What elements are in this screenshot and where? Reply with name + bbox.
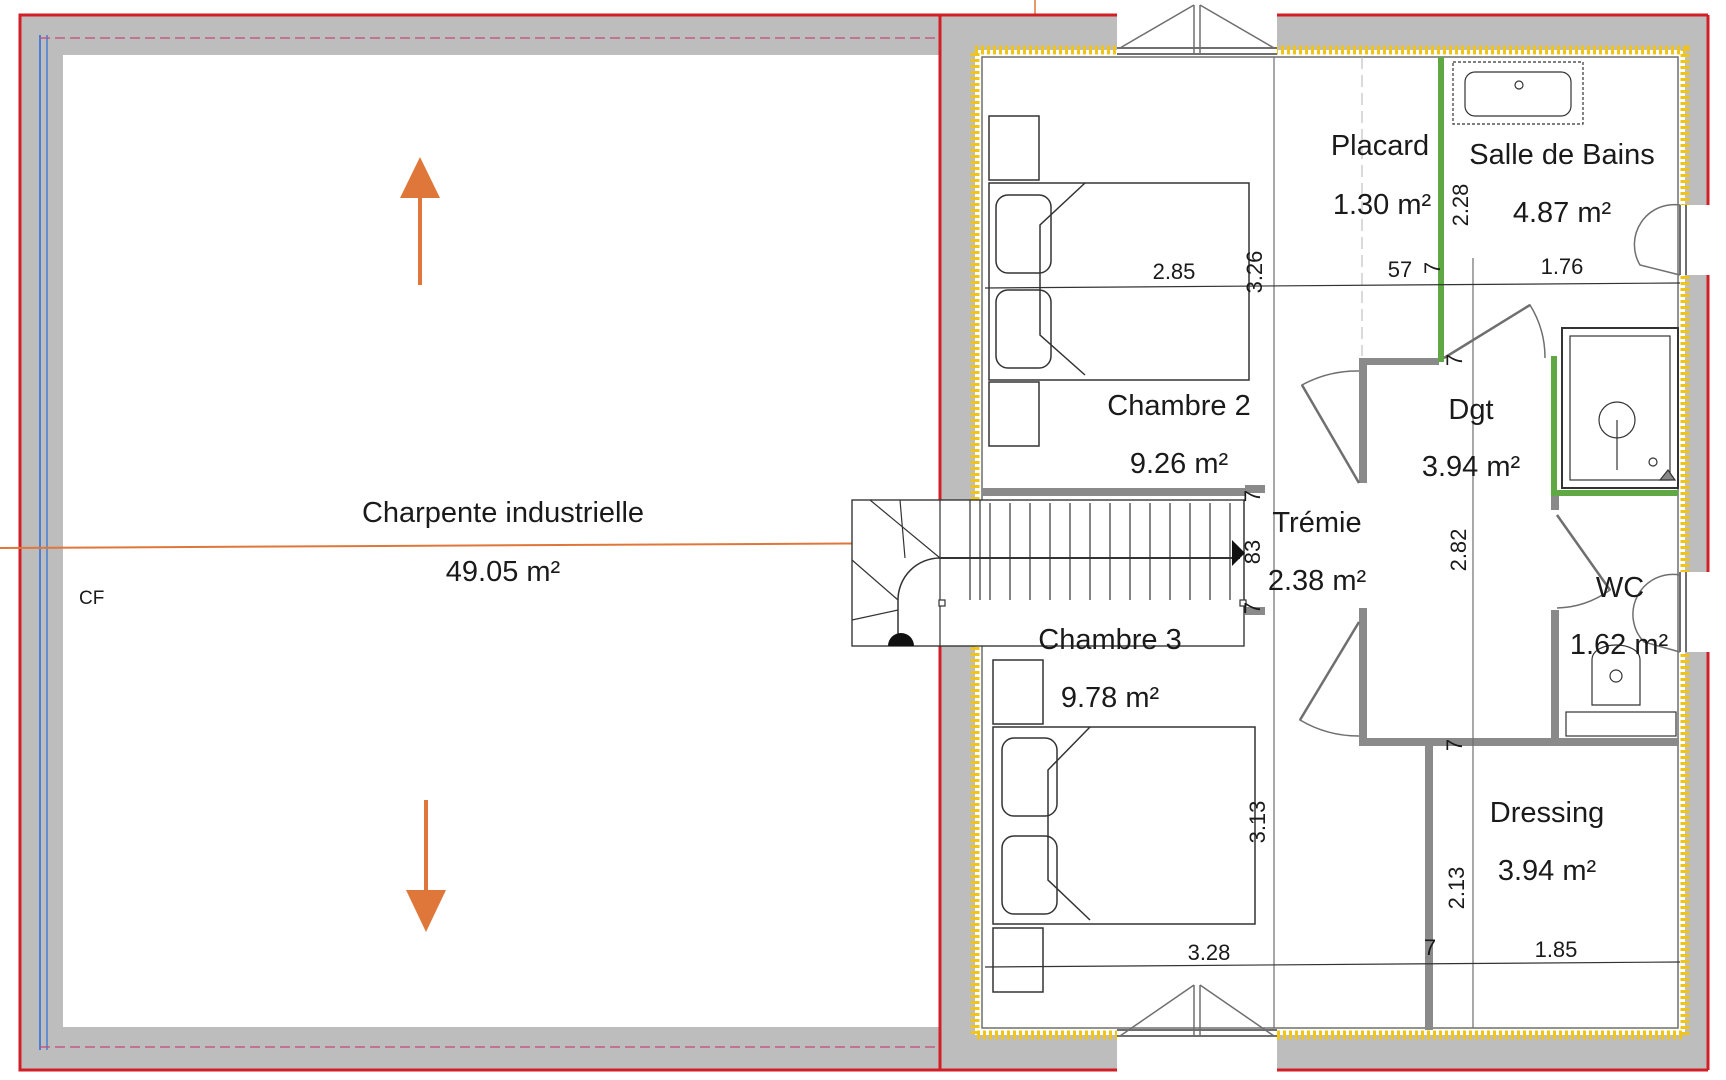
room-name-wc: WC — [1596, 572, 1644, 604]
door-wc-icon — [1551, 510, 1612, 610]
dim-label: 2.13 — [1444, 867, 1469, 910]
dim-label: 7 — [1442, 354, 1467, 366]
toilet-icon — [1565, 644, 1677, 737]
attic-area: 49.05 m² — [446, 556, 561, 588]
door-sdb-icon — [1443, 303, 1546, 360]
section-line — [0, 542, 941, 549]
room-area-tremie: 2.38 m² — [1268, 565, 1367, 597]
room-area-chambre2: 9.26 m² — [1130, 448, 1229, 480]
attic-code: CF — [79, 588, 104, 609]
attic-zone — [18, 13, 950, 1072]
dim-label: 7 — [1424, 935, 1436, 960]
room-area-sdb: 4.87 m² — [1513, 197, 1612, 229]
room-area-dressing: 3.94 m² — [1498, 855, 1597, 887]
dim-label: 3.13 — [1245, 801, 1270, 844]
dim-label: 57 — [1388, 257, 1412, 282]
room-name-placard: Placard — [1331, 130, 1429, 162]
room-name-chambre2: Chambre 2 — [1107, 390, 1250, 422]
dim-label: 7 — [1240, 602, 1265, 614]
dim-label: 2.85 — [1153, 259, 1196, 284]
room-name-sdb: Salle de Bains — [1469, 139, 1654, 171]
bed-chambre2-icon — [988, 115, 1250, 447]
dim-label: 7 — [1420, 262, 1445, 274]
green-partition-shower-bottom — [1551, 490, 1678, 496]
dim-label: 1.76 — [1541, 254, 1584, 279]
room-name-chambre3: Chambre 3 — [1038, 624, 1181, 656]
room-area-placard: 1.30 m² — [1333, 189, 1432, 221]
dim-label: 7 — [1240, 490, 1265, 502]
dim-label: 3.26 — [1242, 251, 1267, 294]
window-right-wc-icon — [1632, 572, 1726, 653]
dim-label: 1.85 — [1535, 937, 1578, 962]
dim-label: 2.28 — [1448, 184, 1473, 227]
staircase-icon — [851, 499, 1247, 647]
room-area-chambre3: 9.78 m² — [1061, 682, 1160, 714]
main-house — [938, 13, 1710, 1072]
attic-name: Charpente industrielle — [362, 497, 644, 529]
room-area-wc: 1.62 m² — [1570, 629, 1669, 661]
green-partition-shower-left — [1551, 356, 1557, 496]
window-right-sdb-icon — [1633, 203, 1726, 276]
shower-icon — [1561, 327, 1679, 489]
dim-label: 3.28 — [1188, 940, 1231, 965]
door-chambre2-icon — [1300, 370, 1361, 484]
dim-label: 83 — [1240, 540, 1265, 564]
room-name-tremie: Trémie — [1272, 507, 1361, 539]
bathtub-icon — [1452, 61, 1584, 125]
slope-arrow-down-icon — [406, 800, 446, 932]
window-top-icon — [1117, 4, 1277, 55]
bed-chambre3-icon — [992, 659, 1256, 993]
dim-label: 2.82 — [1446, 529, 1471, 572]
dimension-lines — [984, 282, 1681, 968]
dim-label: 7 — [1442, 739, 1467, 751]
green-partition-placard — [1438, 57, 1444, 362]
window-bottom-icon — [1117, 984, 1277, 1080]
room-area-dgt: 3.94 m² — [1422, 451, 1521, 483]
room-name-dgt: Dgt — [1448, 394, 1493, 426]
room-name-dressing: Dressing — [1490, 797, 1604, 829]
slope-arrow-up-icon — [400, 157, 440, 285]
door-chambre3-icon — [1298, 618, 1361, 737]
